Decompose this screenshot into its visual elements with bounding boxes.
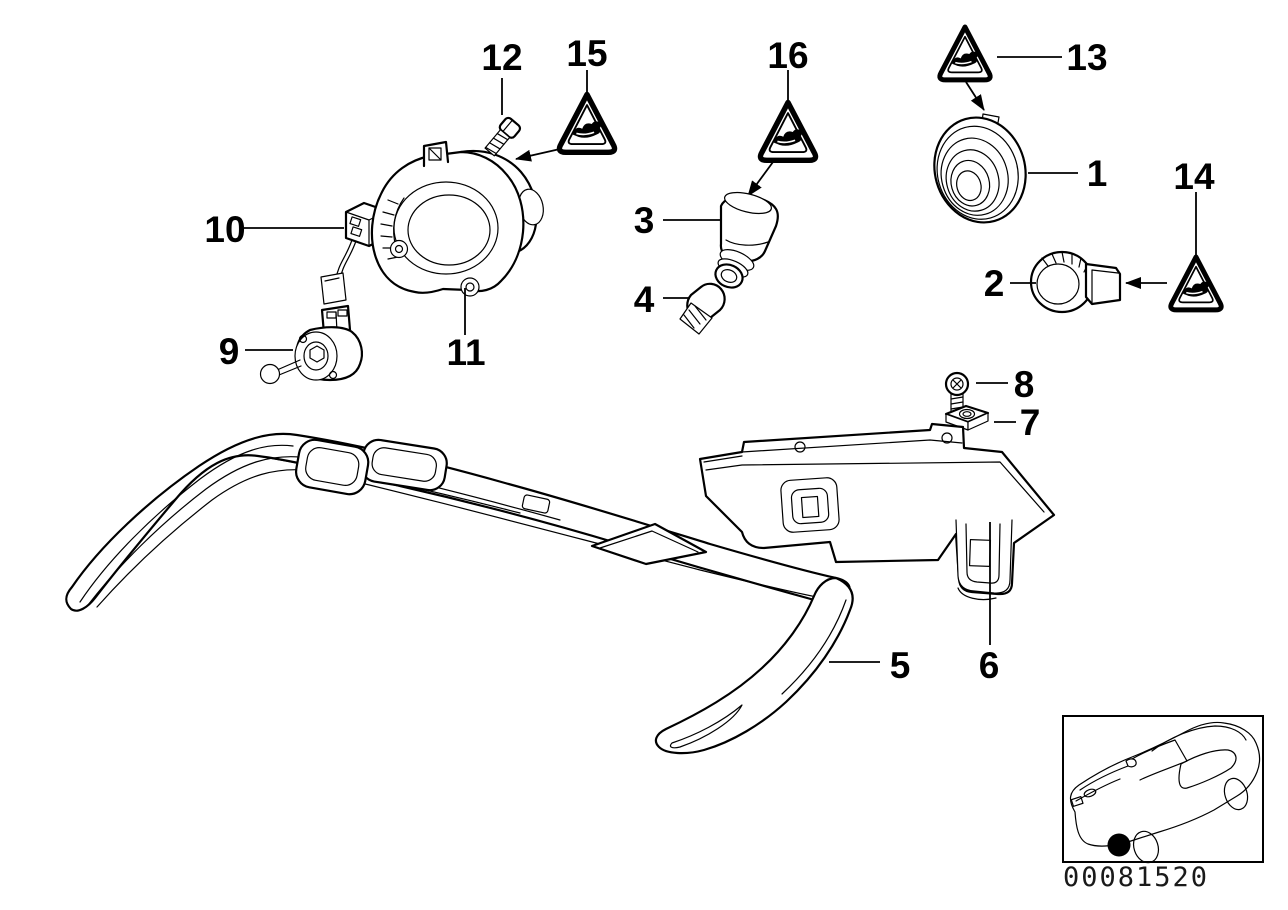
vehicle-location-dot	[1107, 833, 1131, 857]
callout-3[interactable]: 3	[634, 200, 655, 241]
callout-12[interactable]: 12	[481, 37, 522, 78]
vehicle-location-inset: 00081520	[1062, 715, 1264, 893]
part-12-drawing	[484, 116, 522, 157]
callout-8[interactable]: 8	[1014, 364, 1035, 405]
part-4-drawing	[679, 282, 726, 335]
part-2-drawing	[1029, 250, 1122, 314]
part-11-drawing	[370, 140, 544, 297]
callout-14[interactable]: 14	[1173, 156, 1215, 197]
arrow-to-part-1	[965, 81, 985, 111]
callout-15[interactable]: 15	[566, 33, 607, 74]
part-5-drawing	[65, 432, 854, 755]
callout-16[interactable]: 16	[767, 35, 808, 76]
callout-10[interactable]: 10	[204, 209, 245, 250]
inset-frame	[1062, 715, 1264, 863]
callout-6[interactable]: 6	[979, 645, 1000, 686]
leader-lines	[244, 56, 1197, 663]
callout-7[interactable]: 7	[1020, 402, 1041, 443]
part-6-drawing	[698, 422, 1056, 601]
part-1-drawing	[933, 113, 1027, 224]
callout-1[interactable]: 1	[1087, 153, 1108, 194]
arrow-to-part-11	[515, 148, 561, 162]
arrow-to-part-3	[747, 161, 774, 197]
callout-11[interactable]: 11	[446, 332, 485, 373]
callout-4[interactable]: 4	[634, 279, 655, 320]
part-9-drawing	[259, 304, 363, 385]
image-id-number: 00081520	[1063, 862, 1209, 893]
callout-5[interactable]: 5	[890, 645, 911, 686]
car-outline	[1069, 721, 1261, 864]
callout-2[interactable]: 2	[984, 263, 1005, 304]
callout-13[interactable]: 13	[1066, 37, 1107, 78]
part-3-drawing	[714, 191, 779, 289]
callout-9[interactable]: 9	[219, 331, 240, 372]
